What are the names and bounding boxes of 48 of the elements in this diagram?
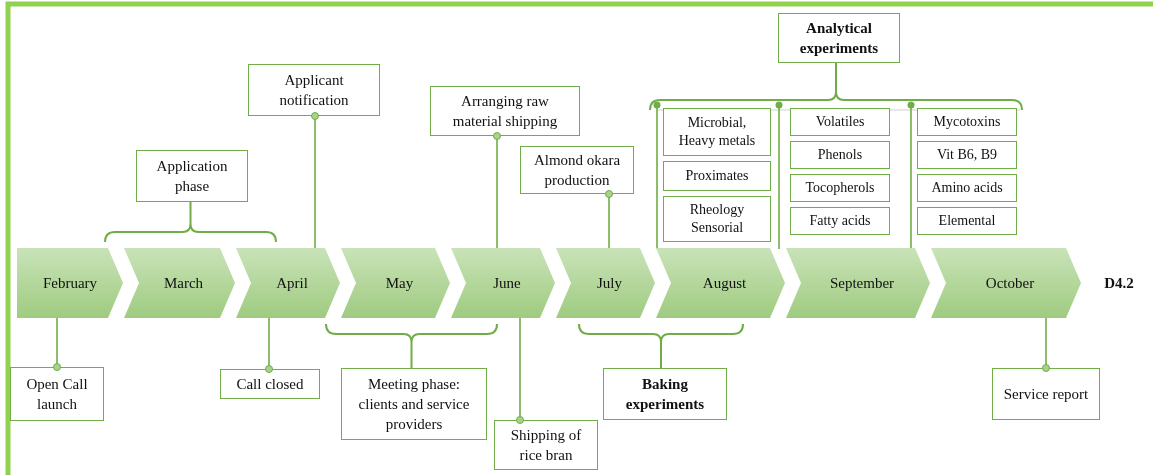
note-box: Meeting phase: clients and service providers (341, 368, 487, 440)
leader-line (516, 317, 524, 424)
note-box: Fatty acids (790, 207, 890, 235)
note-box: Arranging raw material shipping (430, 86, 580, 136)
note-box: Service report (992, 368, 1100, 420)
month-label: June (492, 274, 521, 293)
note-box: Rheology Sensorial (663, 196, 771, 242)
note-box: Analytical experiments (778, 13, 900, 63)
timeline-segment (341, 248, 450, 318)
month-label: October (984, 274, 1035, 293)
note-box: Phenols (790, 141, 890, 169)
note-box: Open Call launch (10, 367, 104, 421)
month-label: March (162, 274, 204, 293)
note-box: Shipping of rice bran (494, 420, 598, 470)
timeline-segment (451, 248, 555, 318)
note-box: Amino acids (917, 174, 1017, 202)
leader-line (1042, 317, 1050, 372)
timeline-segment (124, 248, 235, 318)
note-box: Proximates (663, 161, 771, 191)
leader-line (311, 112, 319, 249)
timeline-segment (17, 248, 123, 318)
month-label: August (701, 274, 747, 293)
month-label: May (384, 274, 414, 293)
leader-line (53, 317, 61, 371)
leader-line (605, 190, 613, 249)
note-box: Application phase (136, 150, 248, 202)
note-box: Volatiles (790, 108, 890, 136)
timeline-segment (656, 248, 785, 318)
note-box: Vit B6, B9 (917, 141, 1017, 169)
note-box: Call closed (220, 369, 320, 399)
month-label: September (828, 274, 895, 293)
leader-line (493, 132, 501, 249)
note-box: Mycotoxins (917, 108, 1017, 136)
timeline-segment (931, 248, 1081, 318)
timeline-segment (786, 248, 930, 318)
month-label: February (42, 274, 98, 293)
note-box: Baking experiments (603, 368, 727, 420)
note-box: Applicant notification (248, 64, 380, 116)
note-box: Elemental (917, 207, 1017, 235)
timeline-segment (556, 248, 655, 318)
note-box: Almond okara production (520, 146, 634, 194)
leader-line (265, 317, 273, 373)
note-box: Tocopherols (790, 174, 890, 202)
month-label: April (275, 274, 308, 293)
note-box: Microbial, Heavy metals (663, 108, 771, 156)
month-label: July (596, 274, 622, 293)
deliverable-label: D4.2 (1088, 268, 1150, 298)
timeline-segment (236, 248, 340, 318)
